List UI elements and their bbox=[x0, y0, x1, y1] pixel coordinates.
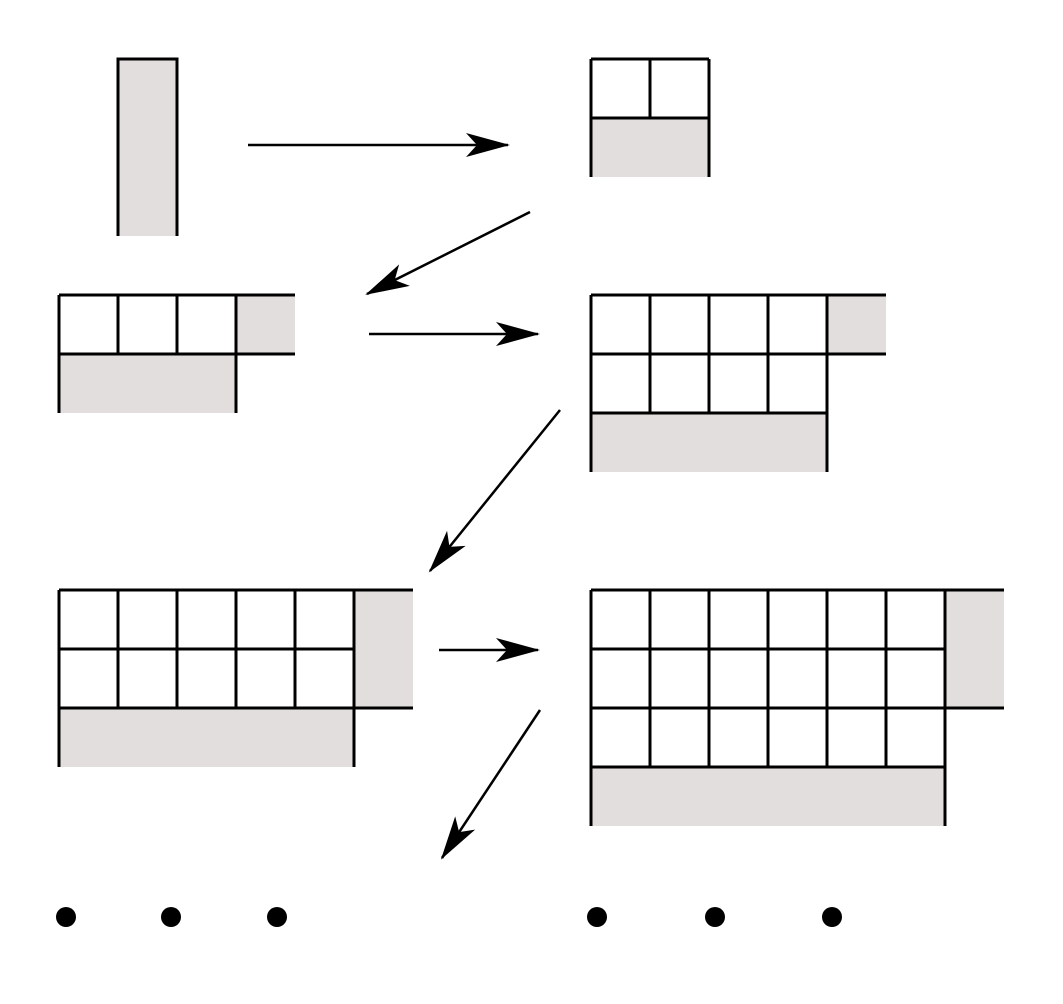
continuation-dots-left bbox=[56, 907, 287, 927]
ellipsis-dot bbox=[56, 907, 76, 927]
arrows bbox=[248, 133, 561, 860]
grid-lines bbox=[589, 588, 1004, 826]
shaded-corner bbox=[354, 590, 413, 708]
shaded-strip bbox=[118, 59, 177, 236]
shaded-corner bbox=[236, 295, 295, 354]
shaded-bottom-strip bbox=[59, 354, 236, 413]
figure-2 bbox=[589, 57, 711, 177]
ellipsis-dot bbox=[161, 907, 181, 927]
figure-3 bbox=[57, 293, 295, 413]
figure-4 bbox=[589, 293, 886, 472]
ellipsis-dot bbox=[267, 907, 287, 927]
shaded-bottom-strip bbox=[591, 767, 945, 826]
grid-lines bbox=[589, 293, 886, 472]
arrow-2-to-3 bbox=[365, 210, 531, 296]
arrow-6-to-next bbox=[440, 709, 542, 860]
figure-6 bbox=[589, 588, 1004, 826]
ellipsis-dot bbox=[822, 907, 842, 927]
continuation-dots-right bbox=[587, 907, 842, 927]
shaded-bottom-strip bbox=[591, 118, 709, 177]
shaded-corner bbox=[945, 590, 1004, 708]
shaded-corner bbox=[827, 295, 886, 354]
ellipsis-dot bbox=[587, 907, 607, 927]
figure-1 bbox=[116, 57, 179, 236]
grid-lines bbox=[589, 57, 711, 177]
shaded-bottom-strip bbox=[59, 708, 354, 767]
ellipsis-dot bbox=[705, 907, 725, 927]
grid-lines bbox=[57, 293, 295, 413]
shaded-bottom-strip bbox=[591, 413, 827, 472]
grid-lines bbox=[57, 588, 413, 767]
figure-5 bbox=[57, 588, 413, 767]
strip-outline bbox=[116, 57, 179, 236]
arrow-4-to-5 bbox=[428, 409, 561, 573]
